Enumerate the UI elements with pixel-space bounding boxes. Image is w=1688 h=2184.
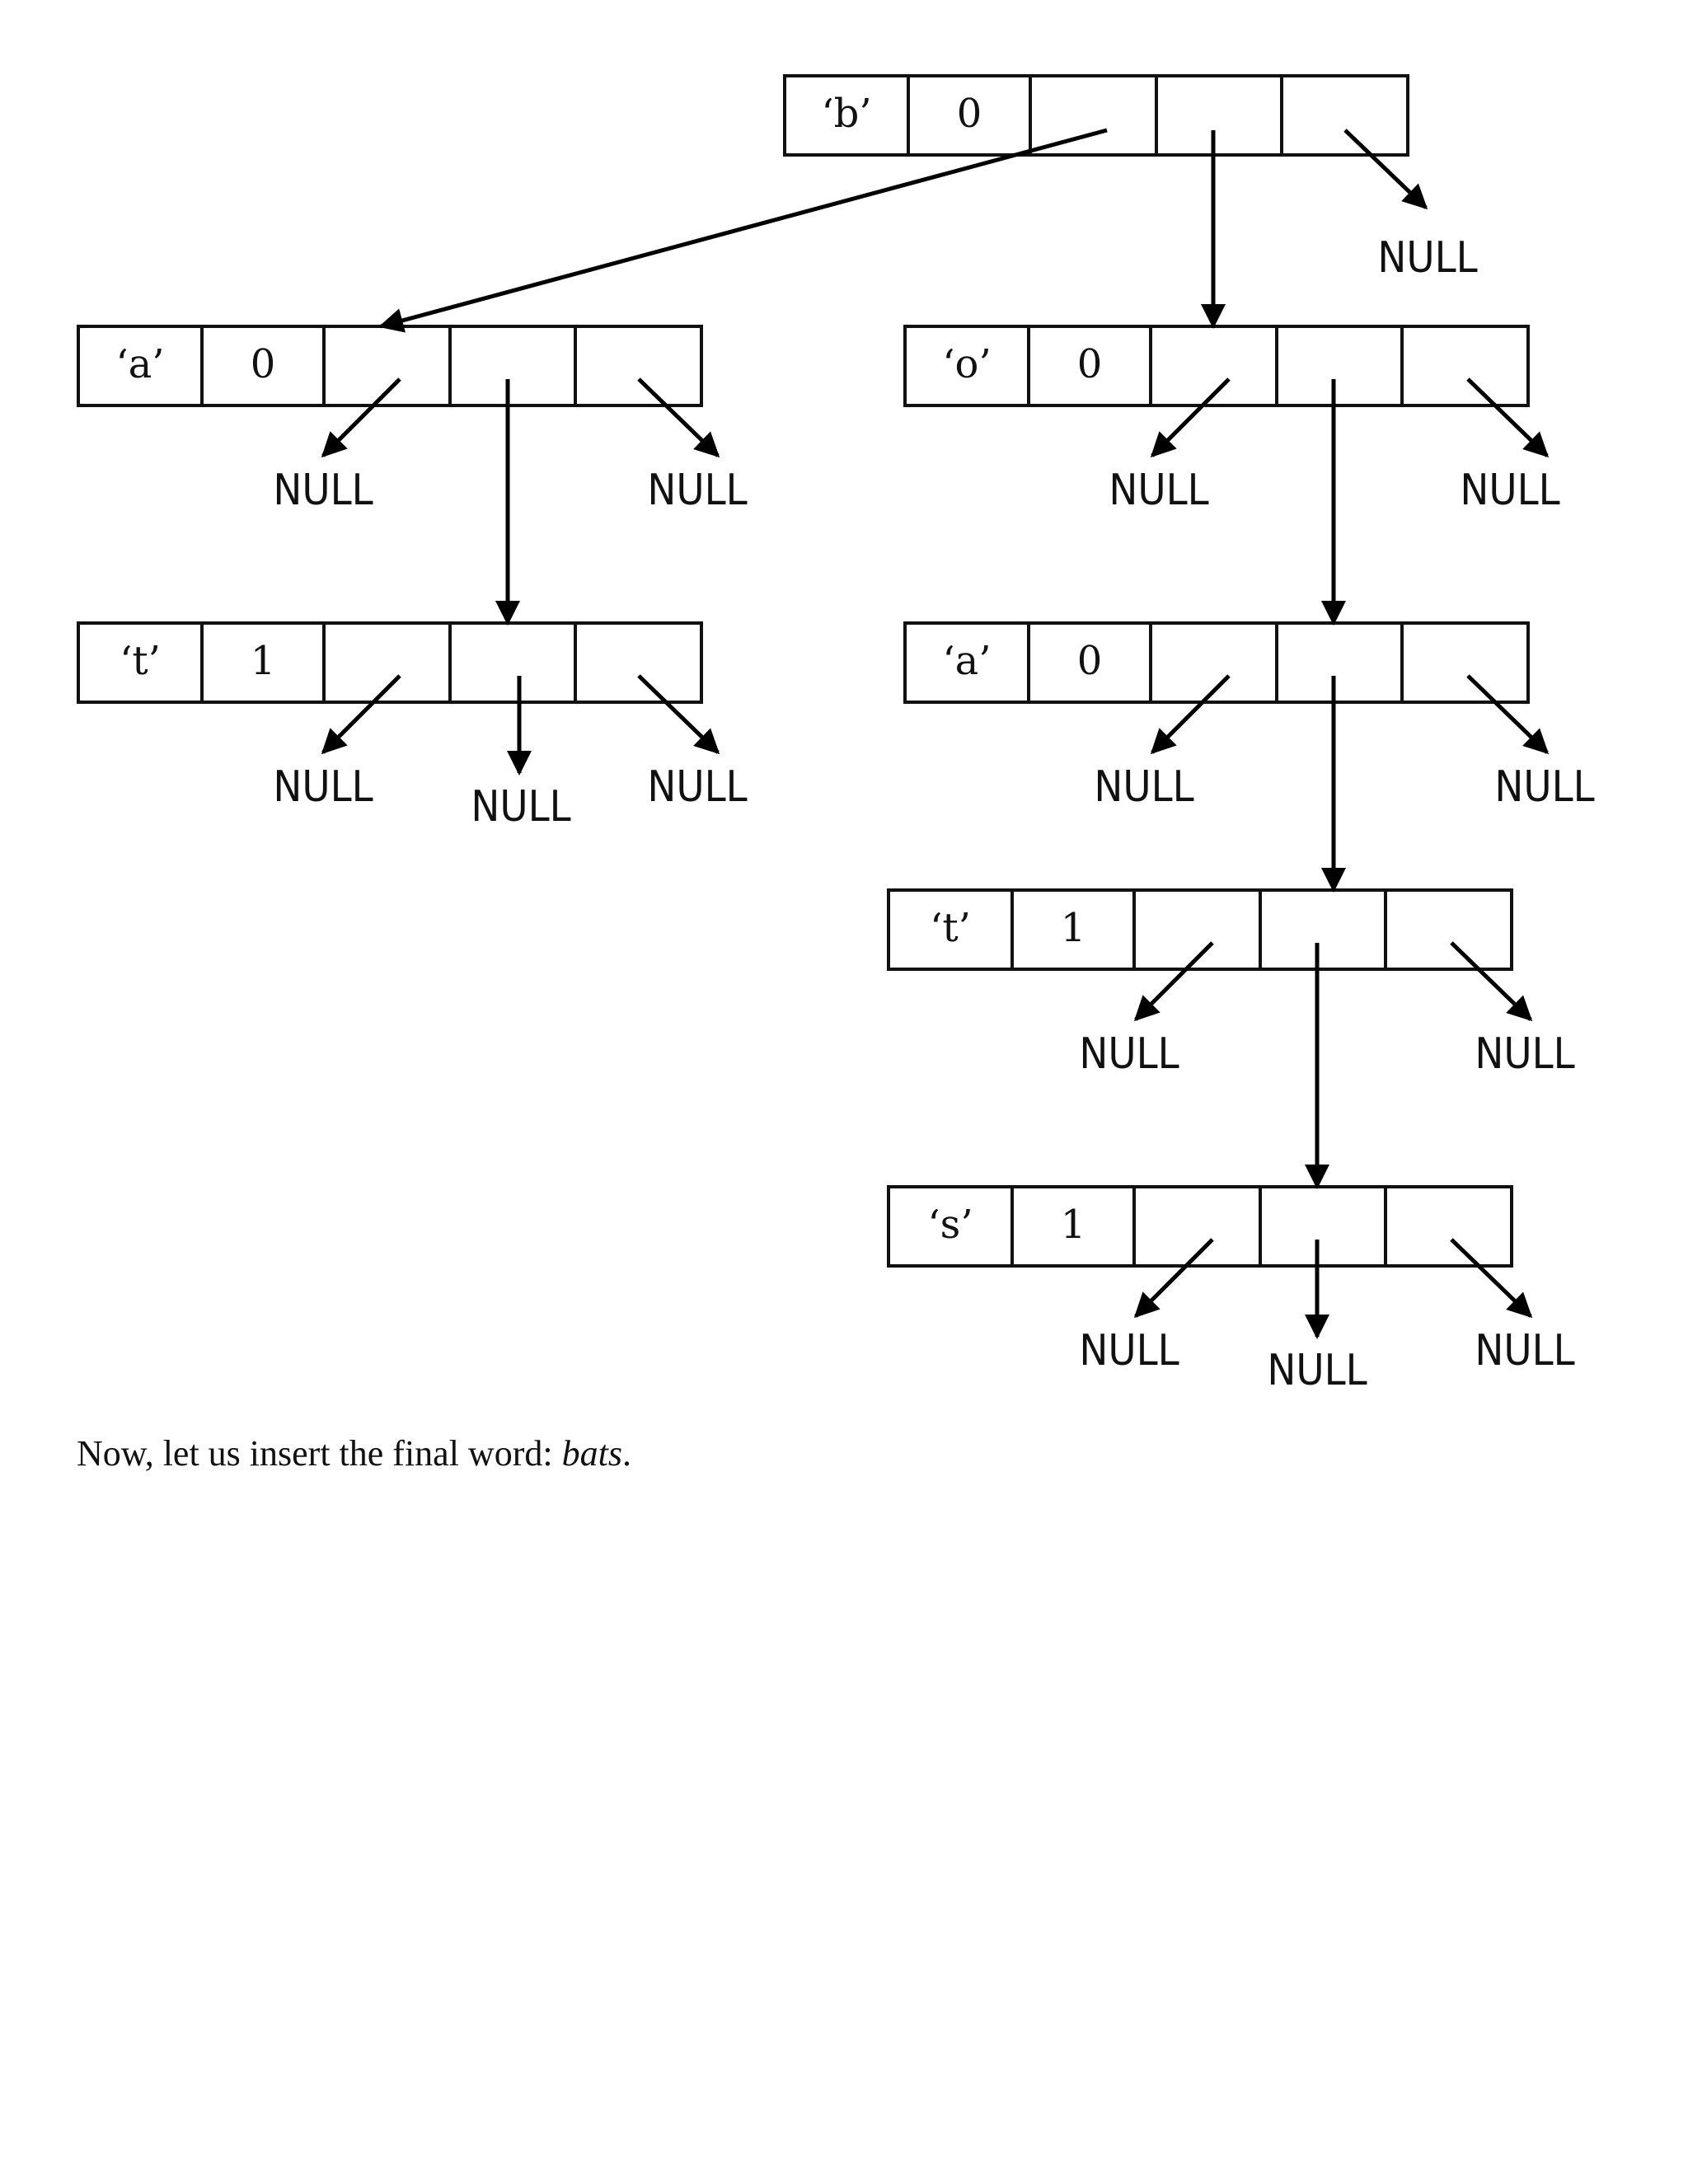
char-cell [903,325,1030,407]
null-label: NULL [647,466,747,515]
right-pointer-cell [1400,621,1530,704]
pointer-arrow [1133,941,1214,1022]
right-pointer-cell [1280,74,1409,157]
pointer-arrow [321,674,401,755]
middle-pointer-cell [448,621,577,704]
tst-node: ‘t’ 1 [77,621,703,704]
node-count-label: 0 [1077,341,1103,387]
node-char-label: ‘b’ [821,91,871,137]
node-char-label: ‘a’ [115,341,164,387]
pointer-arrow [378,128,1108,333]
count-cell [907,74,1032,157]
pointer-arrow [1450,941,1533,1022]
count-cell [1010,888,1136,971]
null-label: NULL [1377,233,1477,283]
node-char-label: ‘t’ [120,638,161,684]
pointer-arrow [1466,377,1550,458]
pointer-arrow [1150,674,1231,755]
null-label: NULL [1475,1326,1574,1376]
right-pointer-cell [1384,888,1513,971]
node-char-label: ‘a’ [942,638,991,684]
null-label: NULL [1475,1029,1574,1079]
tst-node: ‘o’ 0 [903,325,1530,407]
pointer-arrow [1466,674,1550,755]
pointer-arrow [1343,129,1428,210]
node-count-label: 1 [1061,1202,1086,1248]
node-count-label: 0 [1077,638,1103,684]
pointer-arrow [1133,1238,1214,1319]
null-label: NULL [647,762,747,812]
pointer-arrow [1150,377,1231,458]
node-char-label: ‘o’ [942,341,991,387]
node-char-label: ‘t’ [930,905,971,951]
null-label: NULL [1079,1326,1179,1376]
null-label: NULL [1109,466,1208,515]
null-labels-layer: NULL NULL NULL NULL NULL NULL NULL NULL NULL NULL… [273,233,1594,1395]
char-cell [783,74,910,157]
pointer-arrow [321,377,401,458]
tst-node: ‘a’ 0 [77,325,703,407]
node-count-label: 0 [957,91,982,137]
middle-pointer-cell [448,325,577,407]
node-count-label: 1 [251,638,276,684]
node-count-label: 0 [251,341,276,387]
tst-node: ‘a’ 0 [903,621,1530,704]
node-count-label: 1 [1061,905,1086,951]
right-pointer-cell [1384,1185,1513,1268]
count-cell [1027,325,1152,407]
caption-word: bats [561,1433,622,1474]
right-pointer-cell [574,325,703,407]
middle-pointer-cell [1275,325,1404,407]
pointer-arrow [637,674,720,755]
count-cell [200,621,326,704]
middle-pointer-cell [1275,621,1404,704]
null-label: NULL [471,782,570,832]
caption: Now, let us insert the final word: bats. [77,1432,631,1474]
middle-pointer-cell [1259,1185,1387,1268]
right-pointer-cell [574,621,703,704]
char-cell [77,325,204,407]
null-label: NULL [1267,1346,1367,1395]
nodes-layer: ‘b’ 0 ‘a’ 0 ‘t’ 1 ‘o’ 0 ‘a’ 0 ‘t’ 1 ‘s’ 1 [77,74,1530,1268]
pointer-arrow [637,377,720,458]
caption-prefix: Now, let us insert the final word: [77,1433,562,1474]
right-pointer-cell [1400,325,1530,407]
null-label: NULL [1494,762,1594,812]
count-cell [1010,1185,1136,1268]
tst-node: ‘s’ 1 [887,1185,1513,1268]
null-label: NULL [273,466,373,515]
pointer-arrow [1450,1238,1533,1319]
null-label: NULL [1079,1029,1179,1079]
null-label: NULL [1094,762,1193,812]
tst-node: ‘b’ 0 [783,74,1409,157]
null-label: NULL [1460,466,1559,515]
null-label: NULL [273,762,373,812]
middle-pointer-cell [1259,888,1387,971]
char-cell [77,621,204,704]
arrows-layer [321,128,1550,1339]
caption-suffix: . [621,1433,631,1474]
left-pointer-cell [1029,74,1158,157]
node-char-label: ‘s’ [927,1202,973,1248]
middle-pointer-cell [1155,74,1283,157]
char-cell [903,621,1030,704]
